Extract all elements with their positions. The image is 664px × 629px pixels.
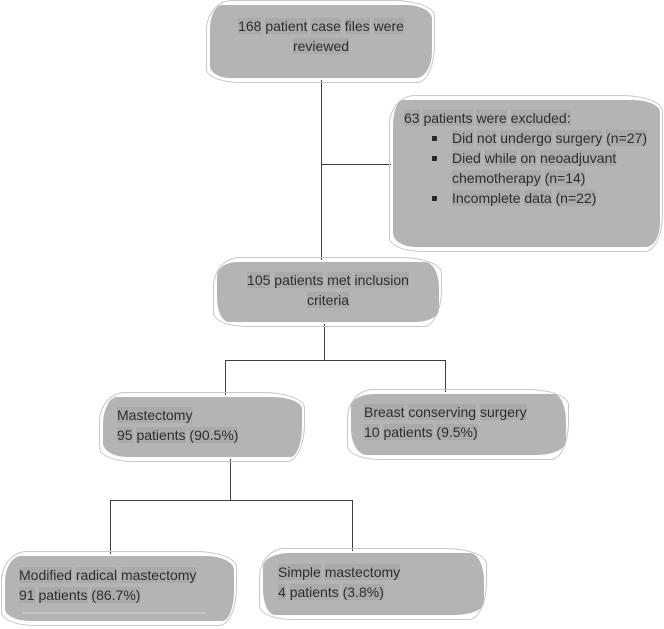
exclusion-item-text: Died while on neoadjuvant chemotherapy (… xyxy=(452,150,617,186)
node-breast-conserving: Breast conserving surgery 10 patients (9… xyxy=(347,389,569,460)
node-excluded-title: 63 patients were excluded: xyxy=(404,110,571,126)
exclusion-list: Did not undergo surgery (n=27) Died whil… xyxy=(404,128,652,208)
node-simple-mastectomy: Simple mastectomy 4 patients (3.8%) xyxy=(259,548,487,620)
connector-to-breast-conserving xyxy=(445,360,446,395)
node-modified-radical: Modified radical mastectomy 91 patients … xyxy=(1,551,237,626)
node-mastectomy-count: 95 patients (90.5%) xyxy=(117,427,239,443)
node-modified-radical-count: 91 patients (86.7%) xyxy=(19,587,141,603)
exclusion-item: Died while on neoadjuvant chemotherapy (… xyxy=(404,148,652,188)
bullet-square-icon xyxy=(432,196,437,201)
node-simple-mastectomy-name: Simple mastectomy xyxy=(278,564,401,580)
node-simple-mastectomy-count: 4 patients (3.8%) xyxy=(278,584,384,600)
node-mastectomy-name: Mastectomy xyxy=(117,407,193,423)
node-modified-radical-name: Modified radical mastectomy xyxy=(19,567,197,583)
connector-split-mastectomy-type xyxy=(110,500,353,501)
connector-inclusion-down xyxy=(324,322,325,361)
connector-branch-to-excluded xyxy=(321,164,394,165)
connector-reviewed-to-inclusion xyxy=(321,77,322,263)
exclusion-item: Did not undergo surgery (n=27) xyxy=(404,128,652,148)
node-mastectomy: Mastectomy 95 patients (90.5%) xyxy=(99,392,305,462)
faint-underline xyxy=(23,612,205,614)
bullet-square-icon xyxy=(432,156,437,161)
node-breast-conserving-count: 10 patients (9.5%) xyxy=(364,424,478,440)
connector-to-mastectomy xyxy=(225,360,226,398)
connector-mastectomy-down xyxy=(230,457,231,501)
exclusion-item-text: Did not undergo surgery (n=27) xyxy=(452,130,647,146)
node-inclusion-text: 105 patients met inclusion criteria xyxy=(247,272,409,308)
node-excluded: 63 patients were excluded: Did not under… xyxy=(389,95,663,252)
bullet-square-icon xyxy=(432,136,437,141)
exclusion-item: Incomplete data (n=22) xyxy=(404,188,652,208)
connector-to-modified-radical xyxy=(110,500,111,557)
node-breast-conserving-name: Breast conserving surgery xyxy=(364,404,527,420)
node-inclusion: 105 patients met inclusion criteria xyxy=(213,257,442,327)
exclusion-item-text: Incomplete data (n=22) xyxy=(452,190,597,206)
node-reviewed-text: 168 patient case files were reviewed xyxy=(238,18,404,54)
connector-to-simple xyxy=(352,500,353,554)
node-reviewed: 168 patient case files were reviewed xyxy=(206,0,435,83)
connector-split-surgery xyxy=(225,360,446,361)
